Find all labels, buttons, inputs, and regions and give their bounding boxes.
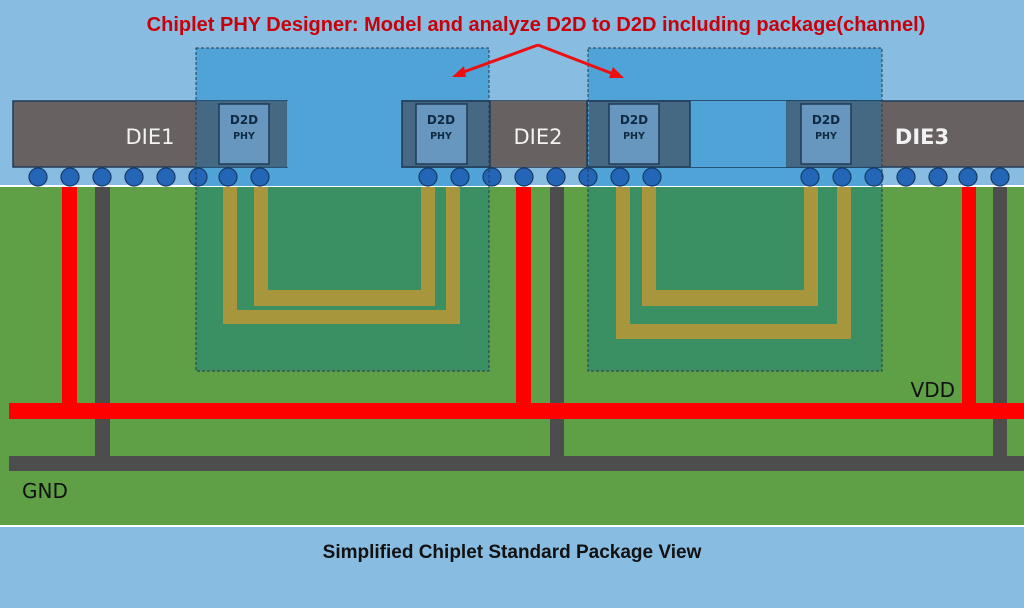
solder-bump xyxy=(832,167,852,187)
solder-bump xyxy=(864,167,884,187)
arrow-left xyxy=(457,43,539,76)
solder-bump xyxy=(642,167,662,187)
phy-label-line2: PHY xyxy=(430,131,452,142)
gnd-via-3 xyxy=(993,187,1007,457)
phy-label-line2: PHY xyxy=(623,131,645,142)
channel-trace-outer-1 xyxy=(223,187,460,324)
channel-trace-inner-2 xyxy=(642,187,818,306)
diagram-title: Chiplet PHY Designer: Model and analyze … xyxy=(146,14,926,36)
die-gap-2 xyxy=(690,101,786,167)
vdd-rail xyxy=(9,403,1024,419)
phy-label-line1: D2D xyxy=(427,113,455,127)
die-label-2: DIE2 xyxy=(514,125,563,149)
solder-bump xyxy=(928,167,948,187)
phy-block-1: D2D PHY xyxy=(218,103,270,165)
die2-left-edge xyxy=(401,100,491,168)
solder-bump xyxy=(60,167,80,187)
phy-block-3: D2D PHY xyxy=(608,103,660,165)
phy-block-4: D2D PHY xyxy=(800,103,852,165)
phy-label-line1: D2D xyxy=(620,113,648,127)
solder-bump xyxy=(610,167,630,187)
die-label-3: DIE3 xyxy=(895,125,949,149)
solder-bump xyxy=(514,167,534,187)
vdd-via-2 xyxy=(516,187,531,405)
phy-label-line1: D2D xyxy=(230,113,258,127)
die2-right-edge xyxy=(586,100,691,168)
bump-row xyxy=(28,167,1010,187)
solder-bump xyxy=(92,167,112,187)
solder-bump xyxy=(482,167,502,187)
gnd-via-1 xyxy=(95,187,110,457)
phy-label-line1: D2D xyxy=(812,113,840,127)
solder-bump xyxy=(28,167,48,187)
solder-bump xyxy=(546,167,566,187)
solder-bump xyxy=(450,167,470,187)
gnd-rail xyxy=(9,456,1024,471)
solder-bump xyxy=(800,167,820,187)
vdd-via-3 xyxy=(962,187,976,405)
channel-region-2 xyxy=(588,187,882,371)
channel-region-1 xyxy=(196,187,489,371)
solder-bump xyxy=(156,167,176,187)
vdd-via-1 xyxy=(62,187,77,405)
diagram-caption: Simplified Chiplet Standard Package View xyxy=(322,542,702,563)
analysis-boundary-1 xyxy=(195,47,490,372)
phy-label-line2: PHY xyxy=(815,131,837,142)
callout-arrows xyxy=(452,43,624,78)
phy-block-2: D2D PHY xyxy=(415,103,468,165)
die-label-1: DIE1 xyxy=(126,125,175,149)
arrow-right xyxy=(537,43,617,77)
arrow-right-head xyxy=(609,67,624,78)
solder-bump xyxy=(218,167,238,187)
die2-center xyxy=(490,101,588,167)
solder-bump xyxy=(188,167,208,187)
gnd-via-2 xyxy=(550,187,564,457)
solder-bump xyxy=(896,167,916,187)
analysis-boundary-2 xyxy=(587,47,883,372)
solder-bump xyxy=(990,167,1010,187)
solder-bump xyxy=(250,167,270,187)
phy-label-line2: PHY xyxy=(233,131,255,142)
solder-bump xyxy=(958,167,978,187)
solder-bump xyxy=(124,167,144,187)
arrow-left-head xyxy=(452,66,466,77)
gnd-label: GND xyxy=(22,479,68,503)
channel-trace-inner-1 xyxy=(254,187,435,306)
solder-bump xyxy=(418,167,438,187)
vdd-label: VDD xyxy=(911,378,955,402)
die-gap-1 xyxy=(287,101,402,167)
